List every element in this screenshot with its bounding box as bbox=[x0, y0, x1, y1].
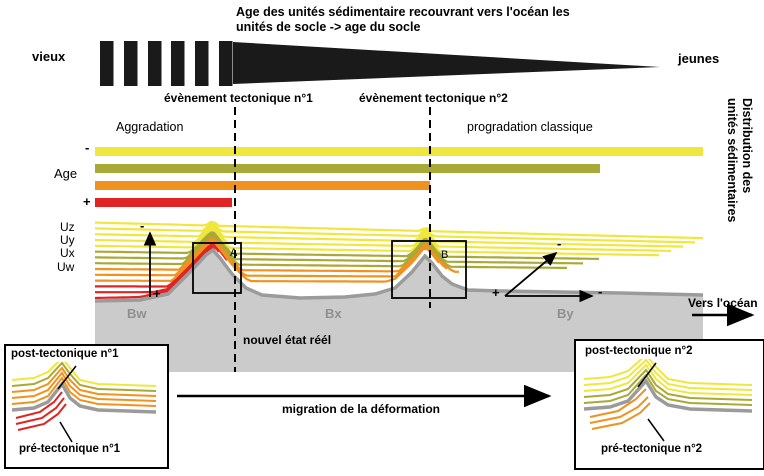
ocean-label: Vers l'océan bbox=[688, 296, 758, 310]
basement-block bbox=[95, 250, 703, 372]
inset1-pre-layer bbox=[15, 391, 63, 419]
inset2-post-pointer bbox=[637, 362, 657, 388]
progradation-label: progradation classique bbox=[467, 120, 593, 134]
basement-surface-line bbox=[94, 247, 704, 303]
section-left-minus: - bbox=[140, 218, 145, 233]
section-right-minus-diag: - bbox=[557, 236, 562, 251]
unit-label-ux: Ux bbox=[60, 246, 75, 260]
age-bar-Uy bbox=[95, 164, 600, 173]
title-line2: unités de socle -> age du socle bbox=[236, 20, 421, 34]
peak-a-box bbox=[192, 242, 242, 294]
stratum-line-yellow bbox=[94, 224, 684, 248]
inset2-diagram bbox=[583, 353, 753, 442]
young-label: jeunes bbox=[678, 51, 720, 66]
basin-label-bw: Bw bbox=[127, 306, 147, 321]
inset1-post-layer bbox=[11, 376, 157, 407]
inset2-post-layer bbox=[583, 373, 753, 406]
age-bar-Uw bbox=[95, 198, 232, 207]
stratum-line-orange bbox=[95, 239, 448, 278]
stratum-line-red bbox=[95, 245, 220, 294]
timescale-bar bbox=[124, 41, 138, 86]
inset1-pre-label: pré-tectonique n°1 bbox=[18, 443, 122, 457]
timescale-bar bbox=[171, 41, 185, 86]
event2-label: évènement tectonique n°2 bbox=[359, 91, 508, 105]
stratum-line-yellow bbox=[94, 226, 672, 252]
stratum-line-orange bbox=[95, 241, 440, 283]
section-right-minus-horiz: - bbox=[598, 284, 603, 299]
right-axis-title: Distribution des unités sédimentaires bbox=[724, 98, 754, 278]
section-right-plus: + bbox=[492, 285, 500, 300]
stratum-line-red bbox=[94, 247, 216, 300]
inset1-post-layer bbox=[11, 361, 157, 392]
inset2-basement-line bbox=[583, 378, 753, 413]
title-line1: Age des unités sédimentaire recouvrant v… bbox=[236, 5, 570, 19]
timescale-bar bbox=[219, 41, 233, 86]
stratum-line-orange bbox=[95, 237, 459, 273]
basin-label-bx: Bx bbox=[325, 306, 342, 321]
age-axis-label: Age bbox=[54, 166, 78, 181]
inset-tectonique-2: post-tectonique n°2 pré-tectonique n°2 bbox=[574, 339, 764, 470]
inset2-pre-layer bbox=[591, 402, 651, 430]
inset2-pre-pointer bbox=[647, 418, 665, 442]
inset1-post-layer bbox=[11, 356, 157, 387]
age-bar-Ux bbox=[95, 181, 430, 190]
unit-label-uy: Uy bbox=[60, 233, 75, 247]
age-plus-sign: + bbox=[83, 194, 91, 209]
stratum-line-olive bbox=[95, 232, 584, 265]
stratum-line-red bbox=[95, 243, 228, 288]
inset2-post-layer bbox=[583, 368, 753, 401]
inset1-pre-layer bbox=[17, 403, 67, 431]
basin-label-by: By bbox=[557, 306, 574, 321]
inset2-pre-layer bbox=[589, 396, 649, 424]
stratum-line-yellow bbox=[94, 220, 704, 240]
stratum-line-olive bbox=[94, 230, 600, 260]
section-left-plus: + bbox=[153, 286, 161, 301]
aggradation-label: Aggradation bbox=[116, 120, 184, 134]
inset2-post-layer bbox=[583, 363, 753, 396]
peak-a-label: A bbox=[230, 247, 238, 259]
right-axis-line2: unités sédimentaires bbox=[725, 98, 739, 223]
timescale-bar bbox=[195, 41, 209, 86]
stratum-line-yellow bbox=[94, 228, 660, 257]
age-minus-sign: - bbox=[85, 140, 90, 155]
timescale-bar bbox=[100, 41, 114, 86]
peak-b-label: B bbox=[441, 249, 449, 261]
timescale-bar bbox=[148, 41, 162, 86]
right-axis-line1: Distribution des bbox=[740, 98, 754, 194]
new-state-label: nouvel état réél bbox=[243, 333, 332, 347]
old-label: vieux bbox=[32, 49, 66, 64]
inset-tectonique-1: post-tectonique n°1 pré-tectonique n°1 bbox=[4, 344, 169, 469]
inset1-pre-layer bbox=[15, 397, 65, 425]
inset1-pre-pointer bbox=[59, 421, 73, 443]
peak-b-box bbox=[391, 240, 467, 299]
inset1-basement-line bbox=[11, 380, 157, 414]
inset1-post-label: post-tectonique n°1 bbox=[10, 348, 120, 362]
migration-label: migration de la déformation bbox=[282, 402, 441, 416]
inset2-post-layer bbox=[583, 358, 753, 391]
basement-age-scale bbox=[100, 41, 660, 86]
age-distribution-bars bbox=[95, 147, 703, 207]
timescale-taper-triangle bbox=[233, 42, 660, 84]
unit-label-uz: Uz bbox=[60, 220, 75, 234]
inset2-post-layer bbox=[583, 353, 753, 386]
inset2-pre-layer bbox=[589, 388, 647, 418]
inset1-post-pointer bbox=[57, 365, 77, 390]
stratum-line-olive bbox=[95, 234, 567, 269]
strata-lines bbox=[94, 220, 704, 300]
inset2-pre-label: pré-tectonique n°2 bbox=[600, 443, 704, 457]
inset2-post-label: post-tectonique n°2 bbox=[584, 345, 694, 359]
unit-label-uw: Uw bbox=[57, 260, 75, 274]
inset1-post-layer bbox=[11, 366, 157, 397]
right-diagonal-arrow bbox=[504, 251, 558, 297]
stratum-line-yellow bbox=[94, 222, 696, 244]
age-bar-Uz bbox=[95, 147, 703, 156]
event1-label: évènement tectonique n°1 bbox=[164, 91, 313, 105]
inset1-diagram bbox=[11, 356, 157, 443]
